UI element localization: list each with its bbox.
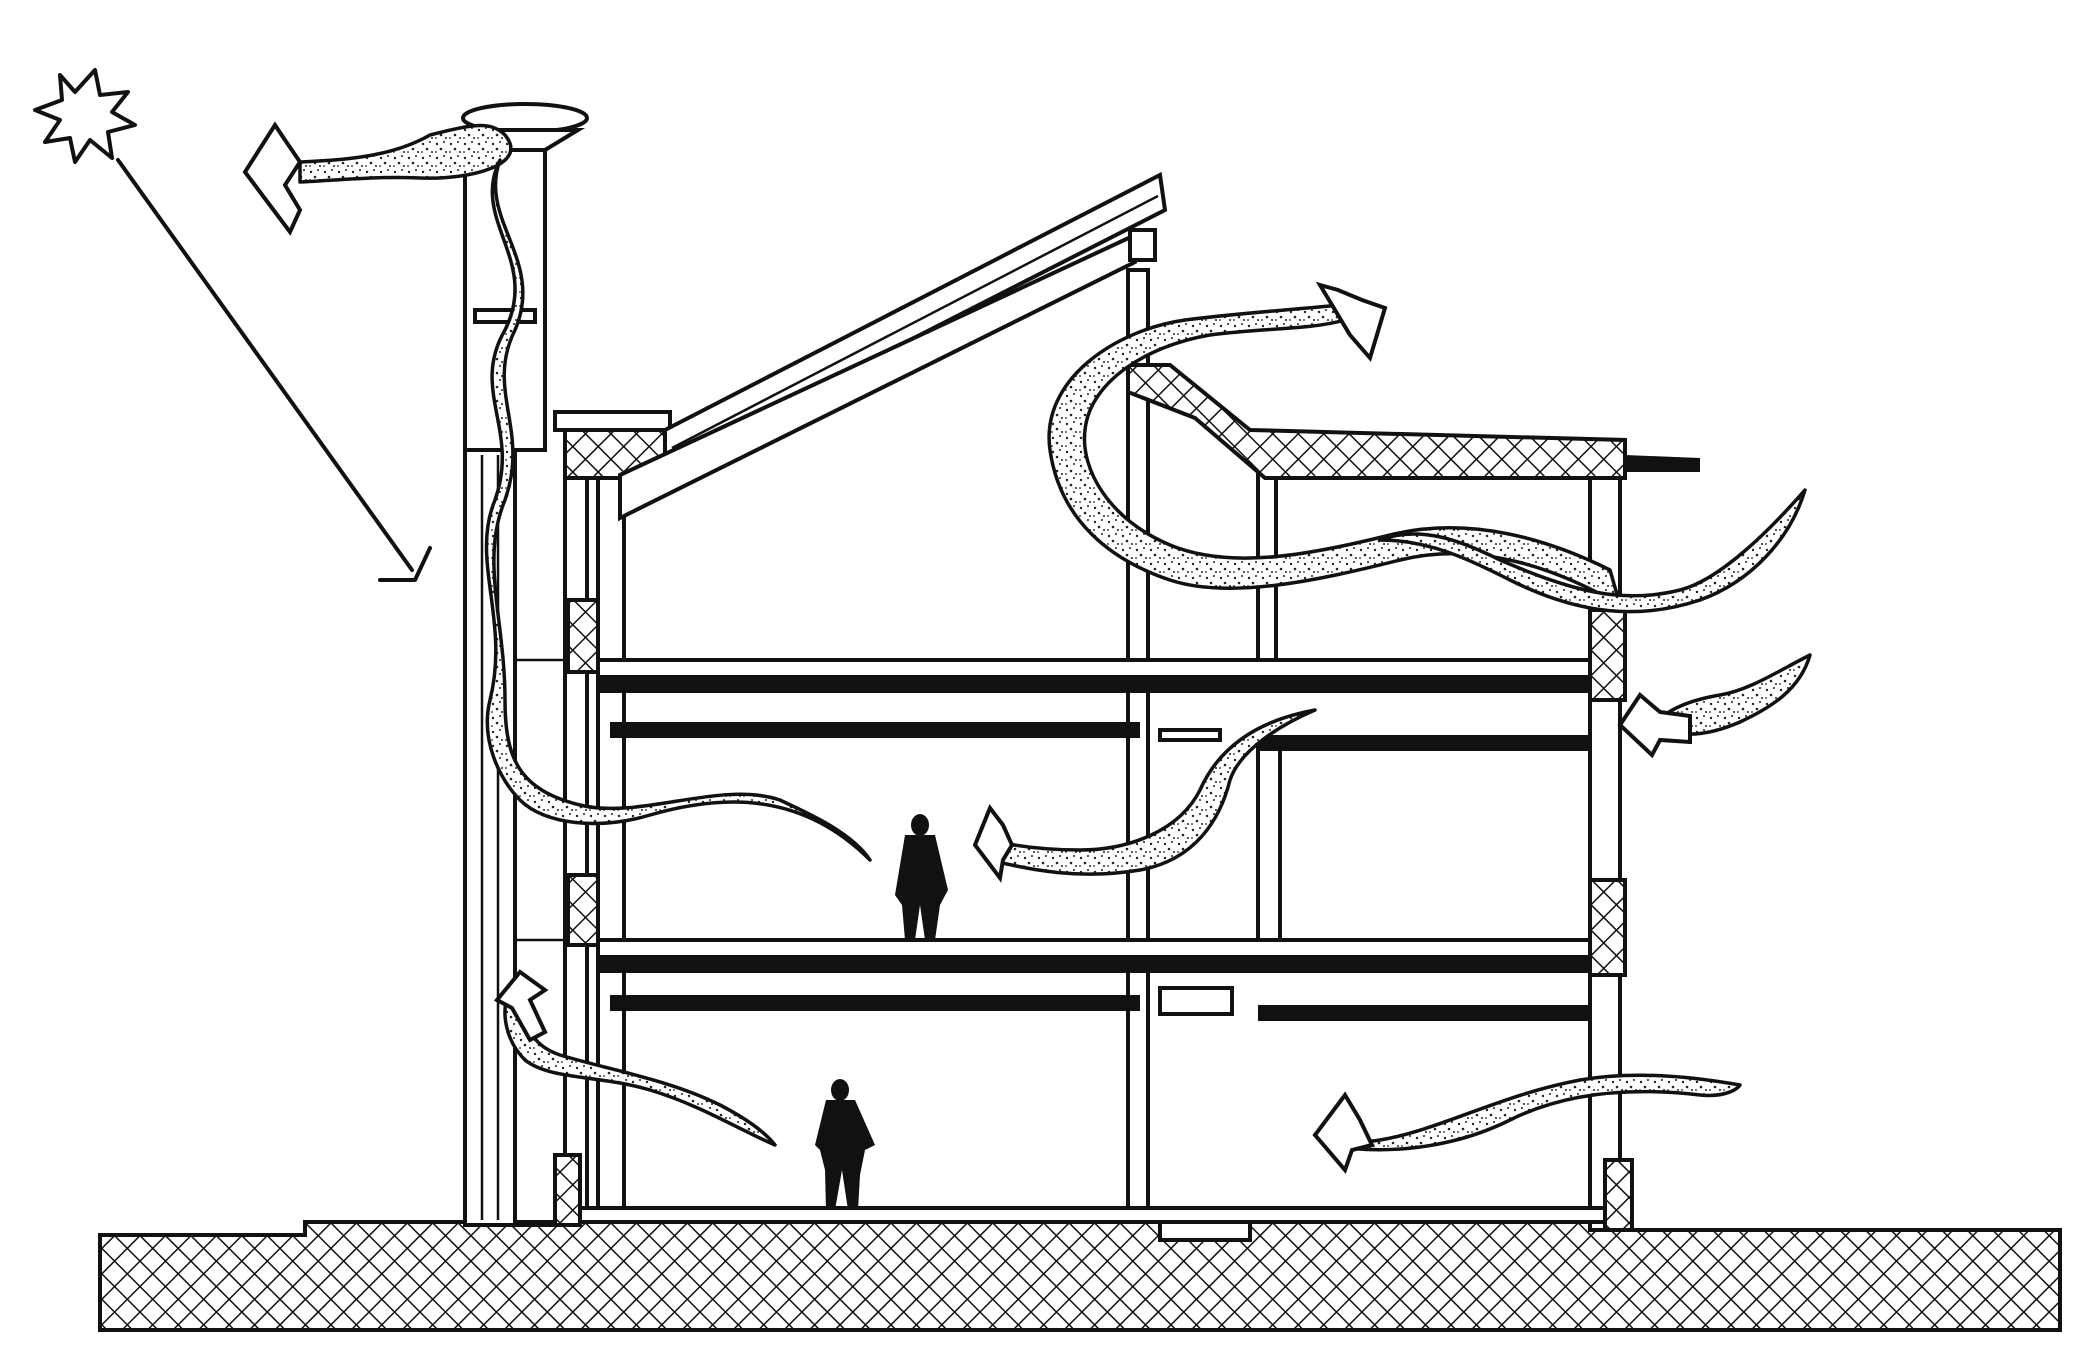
person-ground-floor xyxy=(815,1079,875,1210)
airflow-chimney-rise xyxy=(484,158,872,862)
airflow-ground-inlet xyxy=(1312,1073,1742,1174)
sun-icon xyxy=(33,68,432,582)
ground xyxy=(98,1210,2062,1332)
airflow-chimney-exhaust xyxy=(242,121,513,236)
airflow-roof-outlet xyxy=(1047,281,1622,607)
person-upper-floor xyxy=(895,814,948,940)
airflow-upper-inlet xyxy=(1617,653,1812,759)
airflow-upper-interior xyxy=(972,708,1317,883)
building-section xyxy=(463,171,1700,1232)
airflow-roof-inlet xyxy=(1378,488,1807,614)
airflow-ground-exhaust xyxy=(493,969,777,1147)
